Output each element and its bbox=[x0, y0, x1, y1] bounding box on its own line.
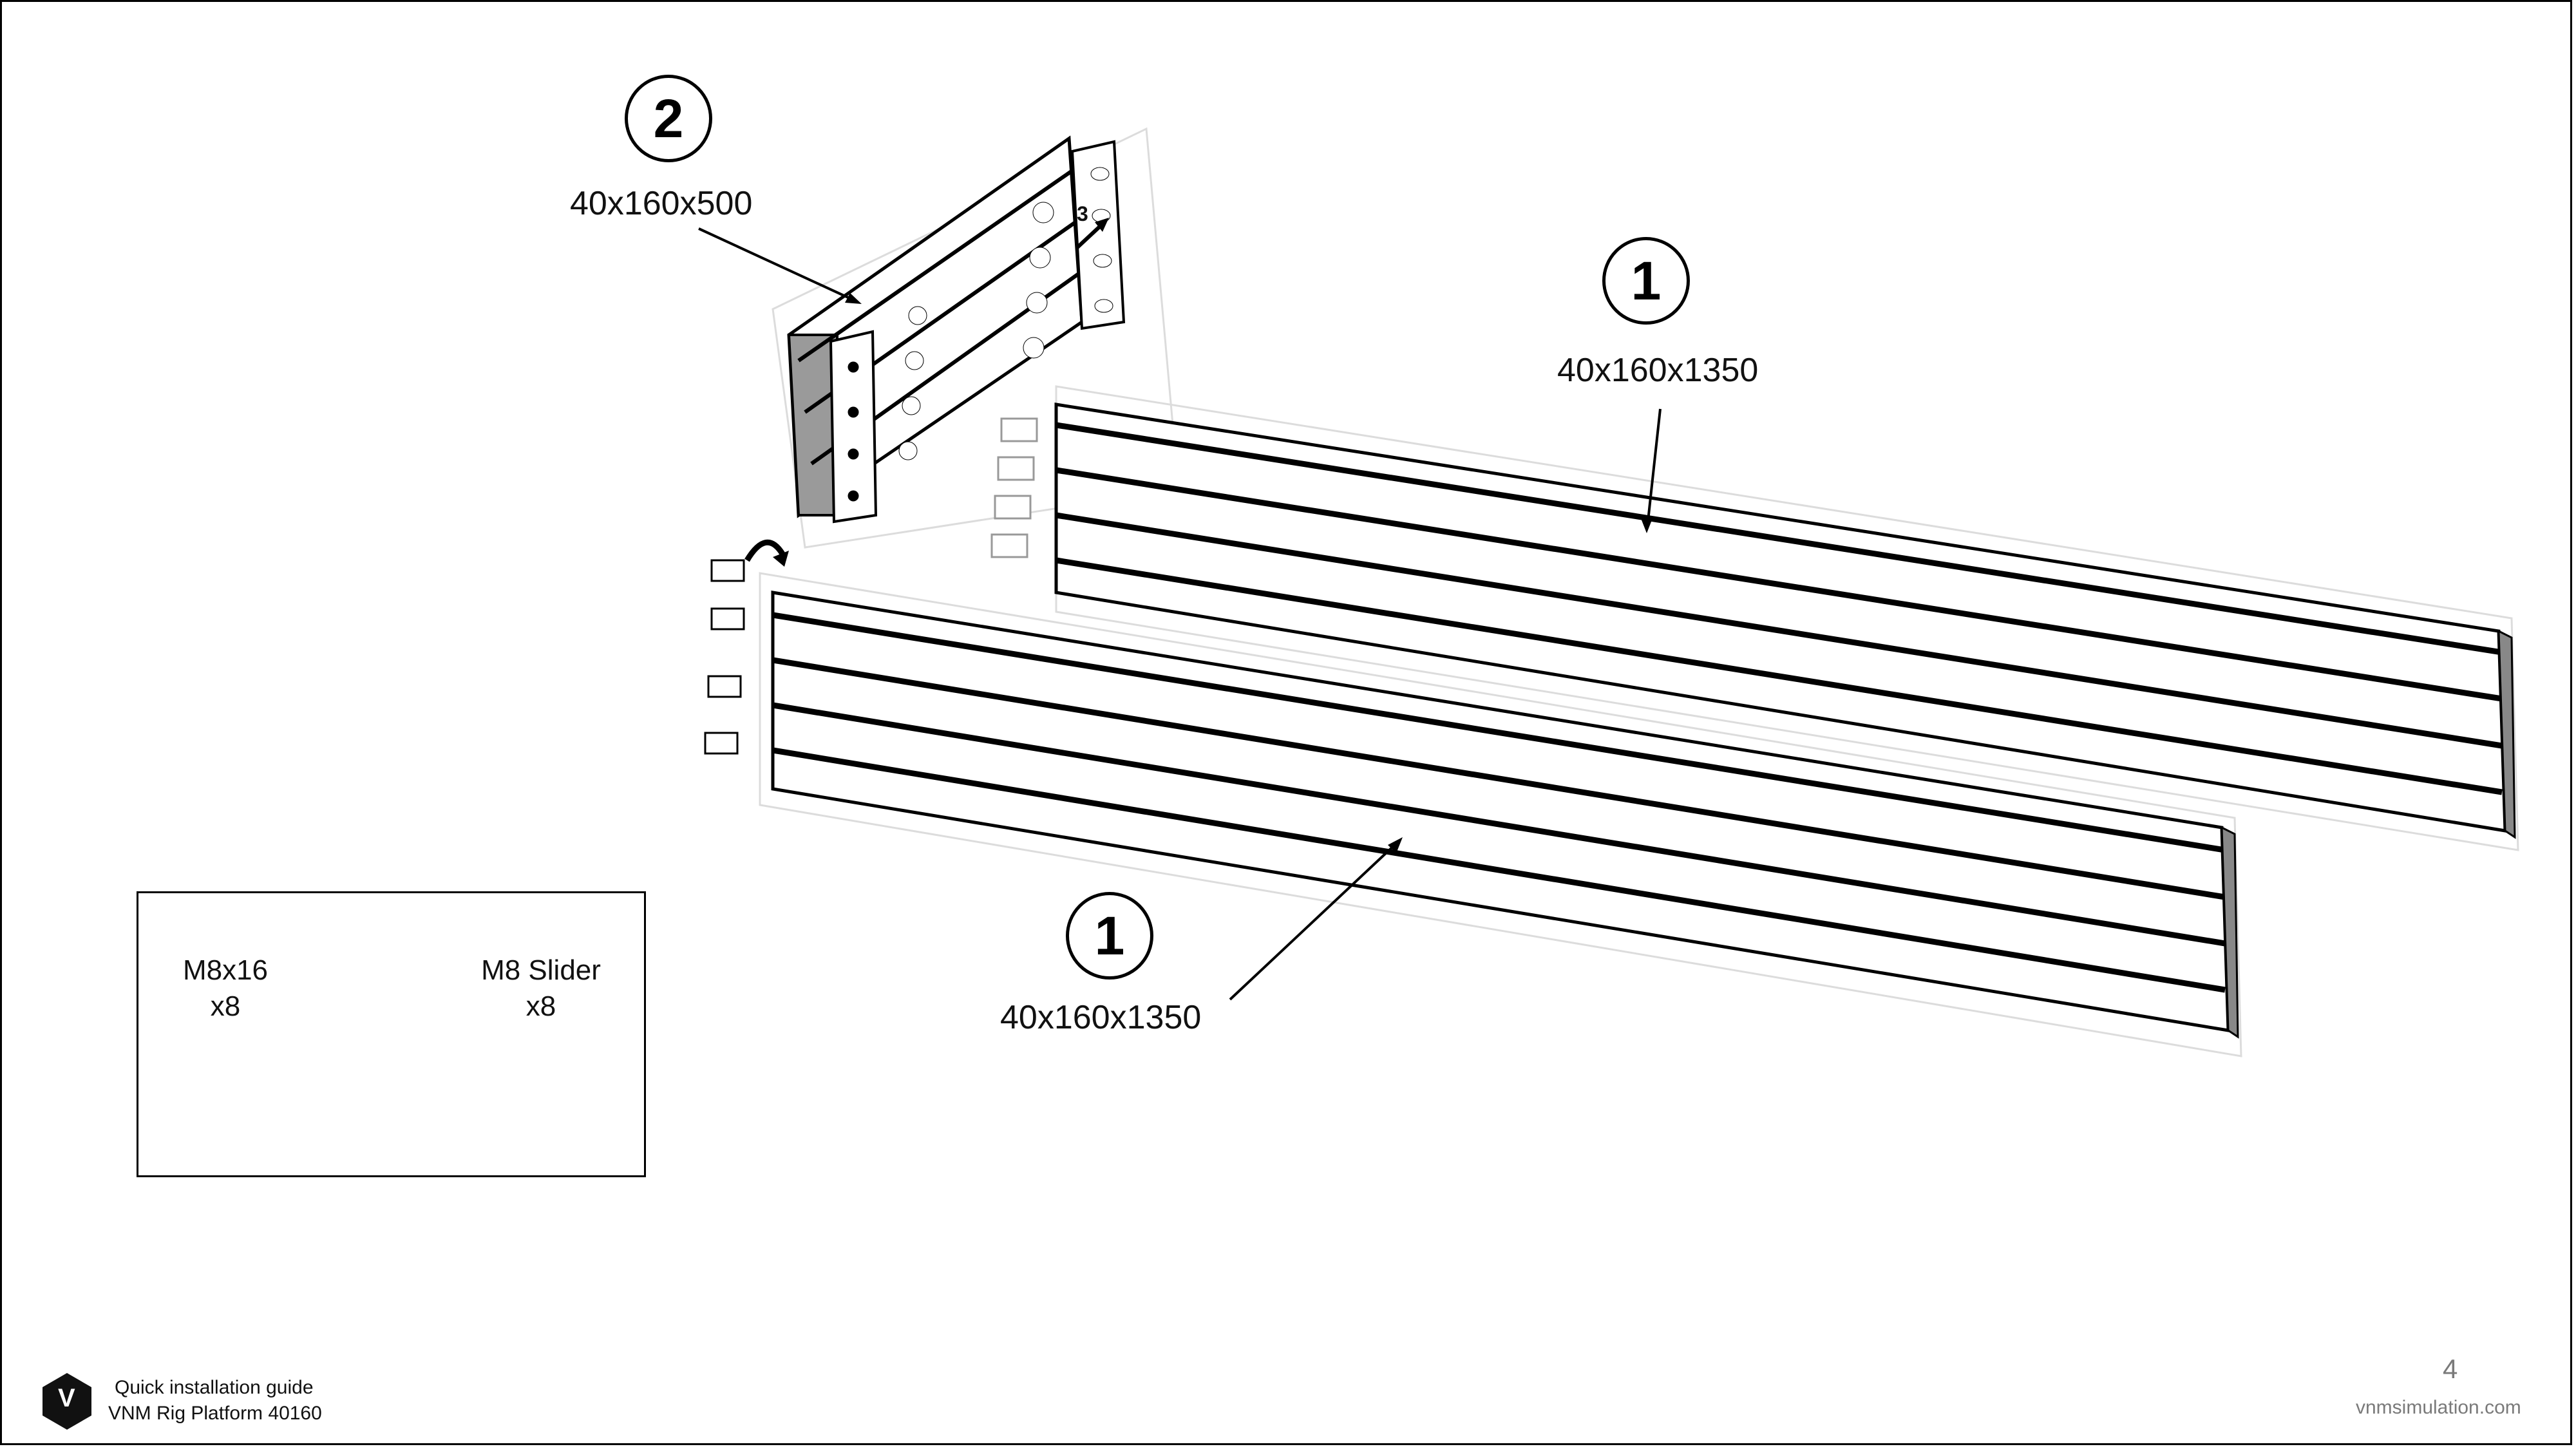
footer-product-name: VNM Rig Platform 40160 bbox=[108, 1403, 322, 1424]
callout-2: 2 bbox=[625, 75, 712, 162]
footer-guide-title: Quick installation guide bbox=[115, 1377, 314, 1398]
label-40x160x1350-front: 40x160x1350 bbox=[1000, 999, 1202, 1036]
legend-slider-name: M8 Slider bbox=[481, 954, 601, 986]
label-40x160x1350-back: 40x160x1350 bbox=[1557, 352, 1759, 389]
rotate-arrow bbox=[744, 539, 785, 562]
sliders-back bbox=[990, 417, 1038, 558]
callout-1-front: 1 bbox=[1066, 892, 1153, 980]
leader-line-2 bbox=[698, 227, 857, 303]
legend-bolt-qty: x8 bbox=[210, 990, 241, 1022]
legend-slider-qty: x8 bbox=[526, 990, 556, 1022]
profile-short-500 bbox=[787, 135, 1126, 524]
vnm-logo-icon bbox=[43, 1373, 91, 1430]
leader-line-1-back bbox=[1646, 408, 1662, 527]
outline-halo-front bbox=[759, 572, 2242, 1057]
profile-front-1350 bbox=[771, 591, 2239, 1039]
callout-1-back: 1 bbox=[1602, 237, 1690, 325]
page-number: 4 bbox=[2443, 1354, 2458, 1384]
parts-legend: M8x16 x8 M8 Slider x8 bbox=[137, 891, 646, 1177]
label-40x160x500: 40x160x500 bbox=[570, 185, 753, 222]
profile-back-1350 bbox=[1054, 402, 2516, 839]
legend-bolt-name: M8x16 bbox=[182, 954, 269, 986]
legend-item-bolt: M8x16 x8 bbox=[164, 952, 287, 1025]
step-number: 3 bbox=[1077, 202, 1088, 225]
website-link[interactable]: vnmsimulation.com bbox=[2356, 1397, 2521, 1418]
logo-letter: V bbox=[58, 1384, 75, 1412]
legend-item-slider: M8 Slider x8 bbox=[460, 952, 621, 1025]
leader-line-1-front bbox=[1229, 841, 1399, 1001]
sliders-front bbox=[704, 559, 745, 755]
